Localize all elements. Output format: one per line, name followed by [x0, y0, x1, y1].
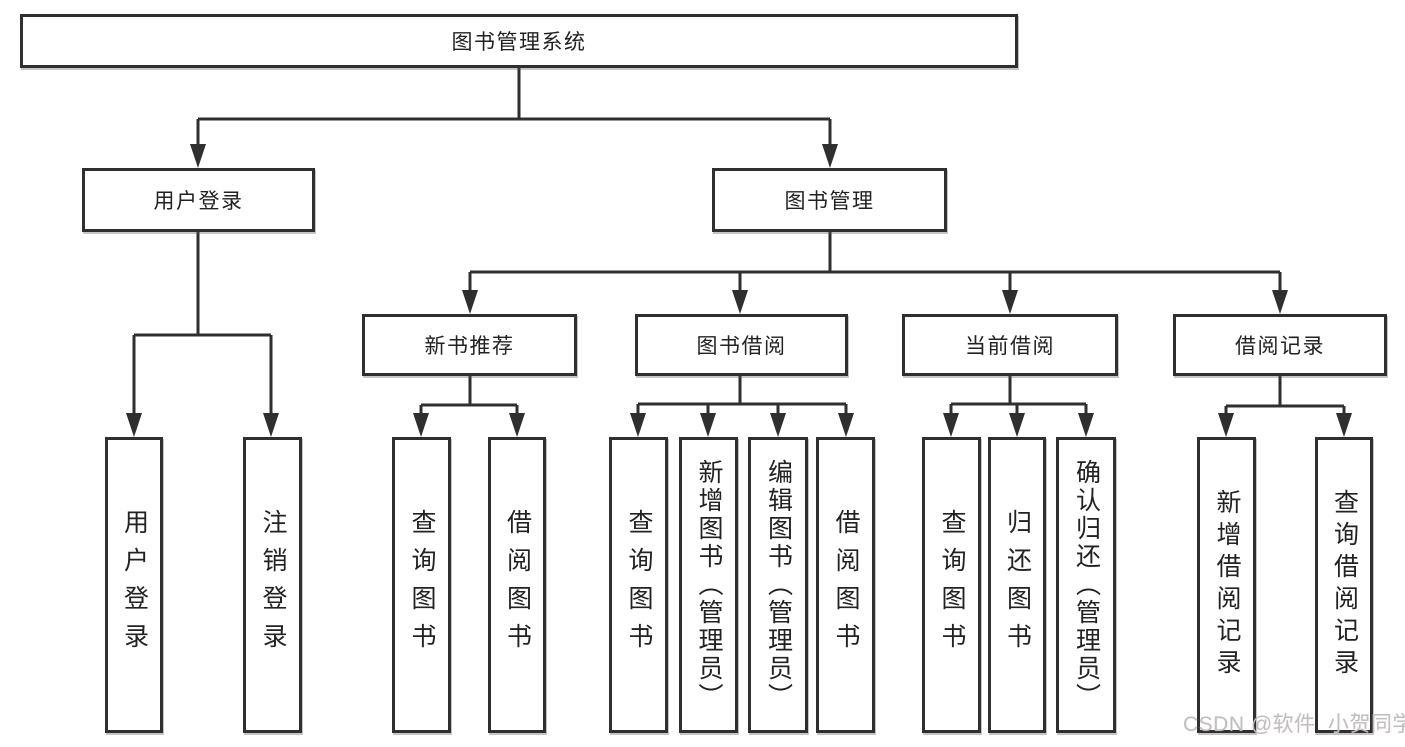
node-current-borrow-label: 当前借阅	[965, 335, 1055, 358]
leaf-query-borrow-record: 查询借阅记录	[1315, 437, 1373, 733]
arrow-down-icon	[1002, 290, 1018, 314]
leaf-borrow-query-book: 查询图书	[609, 437, 668, 733]
leaf-recommend-query-book-label: 查询图书	[408, 509, 436, 661]
connector-book-management-to-level3	[462, 232, 1288, 314]
leaf-add-borrow-record-label: 新增借阅记录	[1213, 489, 1241, 681]
leaf-current-query-book-label: 查询图书	[938, 509, 966, 661]
leaf-user-login-label: 用户登录	[120, 509, 149, 661]
arrow-down-icon	[630, 413, 646, 437]
node-user-login: 用户登录	[82, 168, 315, 232]
arrow-down-icon	[190, 144, 206, 168]
leaf-query-borrow-record-label: 查询借阅记录	[1330, 489, 1359, 681]
node-book-management: 图书管理	[712, 168, 947, 232]
arrow-down-icon	[838, 413, 854, 437]
arrow-down-icon	[1336, 413, 1352, 437]
leaf-logout-login-label: 注销登录	[259, 509, 287, 661]
leaf-recommend-borrow-book: 借阅图书	[488, 437, 546, 733]
arrow-down-icon	[1009, 413, 1025, 437]
arrow-down-icon	[822, 144, 838, 168]
leaf-borrow-query-book-label: 查询图书	[625, 509, 653, 661]
leaf-borrow-book-label: 借阅图书	[832, 509, 860, 661]
arrow-down-icon	[700, 413, 716, 437]
arrow-down-icon	[126, 413, 142, 437]
arrow-down-icon	[263, 413, 279, 437]
connector-new-book-branch	[413, 376, 525, 437]
node-user-login-label: 用户登录	[153, 190, 244, 213]
connector-borrow-record-branch	[1218, 376, 1352, 437]
leaf-logout-login: 注销登录	[243, 437, 302, 733]
leaf-edit-book-admin-label: 编辑图书（管理员）	[764, 459, 793, 711]
leaf-return-book-label: 归还图书	[1003, 509, 1032, 661]
connector-book-borrow-branch	[630, 376, 854, 437]
arrow-down-icon	[413, 413, 429, 437]
arrow-down-icon	[462, 290, 478, 314]
node-new-book-recommend-label: 新书推荐	[424, 335, 515, 358]
node-book-management-label: 图书管理	[784, 190, 875, 213]
arrow-down-icon	[509, 413, 525, 437]
arrow-down-icon	[943, 413, 959, 437]
node-borrow-records-label: 借阅记录	[1235, 335, 1325, 358]
leaf-recommend-query-book: 查询图书	[392, 437, 451, 733]
leaf-add-borrow-record: 新增借阅记录	[1197, 437, 1256, 733]
node-new-book-recommend: 新书推荐	[362, 314, 577, 376]
arrow-down-icon	[1218, 413, 1234, 437]
leaf-recommend-borrow-book-label: 借阅图书	[503, 509, 532, 661]
arrow-down-icon	[770, 413, 786, 437]
arrow-down-icon	[1078, 413, 1094, 437]
leaf-edit-book-admin: 编辑图书（管理员）	[748, 437, 808, 733]
node-root-label: 图书管理系统	[451, 31, 587, 54]
leaf-add-book-admin: 新增图书（管理员）	[679, 437, 738, 733]
leaf-current-query-book: 查询图书	[922, 437, 981, 733]
connector-current-borrow-branch	[943, 376, 1094, 437]
leaf-add-book-admin-label: 新增图书（管理员）	[695, 459, 723, 711]
csdn-watermark: CSDN @软件_小贺同学	[1183, 713, 1405, 736]
arrow-down-icon	[732, 290, 748, 314]
leaf-confirm-return-admin: 确认归还（管理员）	[1056, 437, 1116, 733]
leaf-return-book: 归还图书	[988, 437, 1046, 733]
arrow-down-icon	[1272, 290, 1288, 314]
leaf-confirm-return-admin-label: 确认归还（管理员）	[1072, 459, 1101, 711]
node-book-borrow: 图书借阅	[635, 314, 848, 376]
node-root: 图书管理系统	[20, 14, 1018, 68]
node-book-borrow-label: 图书借阅	[696, 335, 787, 358]
connector-root-to-level2	[190, 68, 838, 168]
node-current-borrow: 当前借阅	[902, 314, 1118, 376]
leaf-user-login: 用户登录	[105, 437, 163, 733]
node-borrow-records: 借阅记录	[1173, 314, 1387, 376]
leaf-borrow-book: 借阅图书	[816, 437, 875, 733]
connector-user-login-branch	[126, 232, 279, 437]
